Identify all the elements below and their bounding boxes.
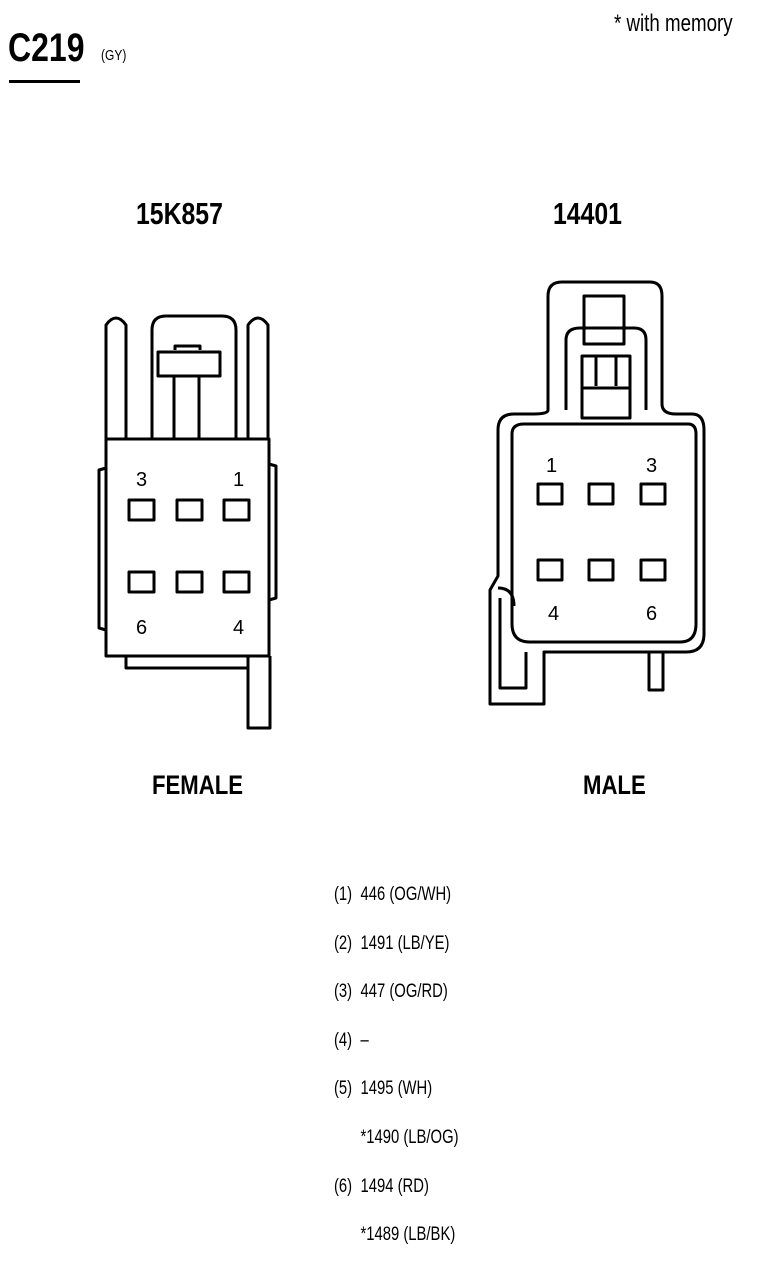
female-pin-label: 1 <box>233 469 244 491</box>
male-outer-shell <box>488 280 706 706</box>
female-cavity <box>127 498 156 522</box>
legend-note: * with memory <box>614 10 733 37</box>
pinout-row: (1) 446 (OG/WH) <box>334 884 494 933</box>
pin-number: (3) <box>334 981 353 1003</box>
female-left-latch-post <box>104 316 128 439</box>
male-latch-spring-curve <box>497 586 516 607</box>
female-lock-top <box>173 344 202 350</box>
male-lock-slots <box>594 356 618 386</box>
male-wire-post <box>647 650 665 692</box>
female-cavity <box>222 498 251 522</box>
female-body <box>104 437 271 658</box>
connector-color: (GY) <box>101 47 127 64</box>
pinout-row: (6) 1494 (RD) <box>334 1176 494 1225</box>
circuit-code: – <box>360 1029 369 1051</box>
pinout-row: *1490 (LB/OG) <box>334 1127 494 1176</box>
male-lock-collar <box>564 326 648 410</box>
connector-id: C219 <box>8 26 85 70</box>
female-pin-label: 6 <box>136 617 147 639</box>
pin-number: (5) <box>334 1078 353 1100</box>
pin-number: (1) <box>334 884 353 905</box>
circuit-code: 1495 (WH) <box>360 1078 433 1100</box>
male-connector <box>488 280 706 706</box>
male-cavity <box>587 558 615 582</box>
circuit-code: *1490 (LB/OG) <box>360 1126 459 1148</box>
pinout-list: (1) 446 (OG/WH) (2) 1491 (LB/YE) (3) 447 (O… <box>334 884 494 1273</box>
female-left-flange <box>97 466 107 632</box>
male-latch-spring <box>498 598 528 690</box>
pin-number: (2) <box>334 932 353 954</box>
female-connector <box>97 314 278 730</box>
circuit-code: 1491 (LB/YE) <box>360 932 450 954</box>
male-cavity <box>587 482 615 506</box>
pinout-row: (5) 1495 (WH) <box>334 1078 494 1127</box>
female-lock-cover <box>150 314 238 439</box>
circuit-code: 446 (OG/WH) <box>360 884 452 905</box>
male-pin-label: 6 <box>646 603 657 625</box>
female-pin-label: 3 <box>136 469 147 491</box>
female-part-number: 15K857 <box>136 196 223 231</box>
pinout-row: *1489 (LB/BK) <box>334 1224 494 1273</box>
title-underline <box>9 80 80 83</box>
female-wire-lead <box>246 656 272 730</box>
pin-number: (6) <box>334 1175 353 1197</box>
female-lock-stem <box>172 376 201 439</box>
male-cavity <box>536 482 564 506</box>
pinout-row: (4)– <box>334 1030 494 1079</box>
pinout-row: (3) 447 (OG/RD) <box>334 981 494 1030</box>
female-right-latch-post <box>246 316 270 439</box>
male-cavity <box>536 558 564 582</box>
male-lock-button <box>582 294 626 346</box>
male-cavity <box>639 558 667 582</box>
female-pin-label: 4 <box>233 617 244 639</box>
male-inner-shell <box>510 422 698 644</box>
male-label: MALE <box>583 770 646 800</box>
female-cavity <box>127 570 156 594</box>
pin-number: (4) <box>334 1029 353 1051</box>
circuit-code: *1489 (LB/BK) <box>360 1224 456 1246</box>
male-pin-label: 3 <box>646 455 657 477</box>
female-bottom-rail <box>124 656 250 670</box>
circuit-code: 447 (OG/RD) <box>360 981 448 1003</box>
female-cavity <box>175 498 204 522</box>
female-lock-tab <box>156 350 222 378</box>
male-part-number: 14401 <box>553 196 622 231</box>
male-pin-label: 4 <box>548 603 559 625</box>
male-cavity <box>639 482 667 506</box>
female-label: FEMALE <box>152 770 244 800</box>
female-cavity <box>175 570 204 594</box>
pinout-row: (2) 1491 (LB/YE) <box>334 933 494 982</box>
female-right-flange <box>268 462 278 602</box>
male-pin-label: 1 <box>546 455 557 477</box>
circuit-code: 1494 (RD) <box>360 1175 429 1197</box>
female-cavity <box>222 570 251 594</box>
